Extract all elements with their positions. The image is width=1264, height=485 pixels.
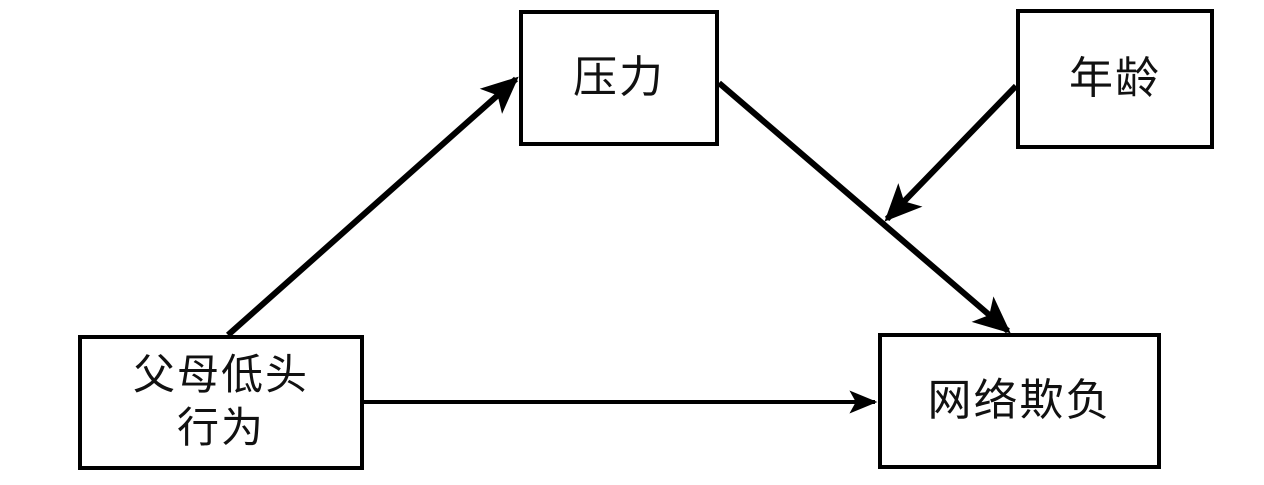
edge-stress-to-cyberbullying (717, 80, 1011, 334)
node-stress-label: 压力 (573, 53, 665, 103)
node-stress: 压力 (519, 10, 719, 146)
node-age-label: 年龄 (1069, 54, 1161, 104)
edge-phubbing-to-stress (226, 76, 519, 338)
edge-age-moderation (884, 83, 1019, 222)
node-cyberbullying: 网络欺负 (878, 333, 1161, 469)
node-parental-phubbing: 父母低头 行为 (78, 335, 364, 470)
node-age: 年龄 (1016, 9, 1214, 149)
node-parental-phubbing-label: 父母低头 行为 (132, 353, 309, 452)
node-cyberbullying-label: 网络欺负 (927, 376, 1112, 426)
